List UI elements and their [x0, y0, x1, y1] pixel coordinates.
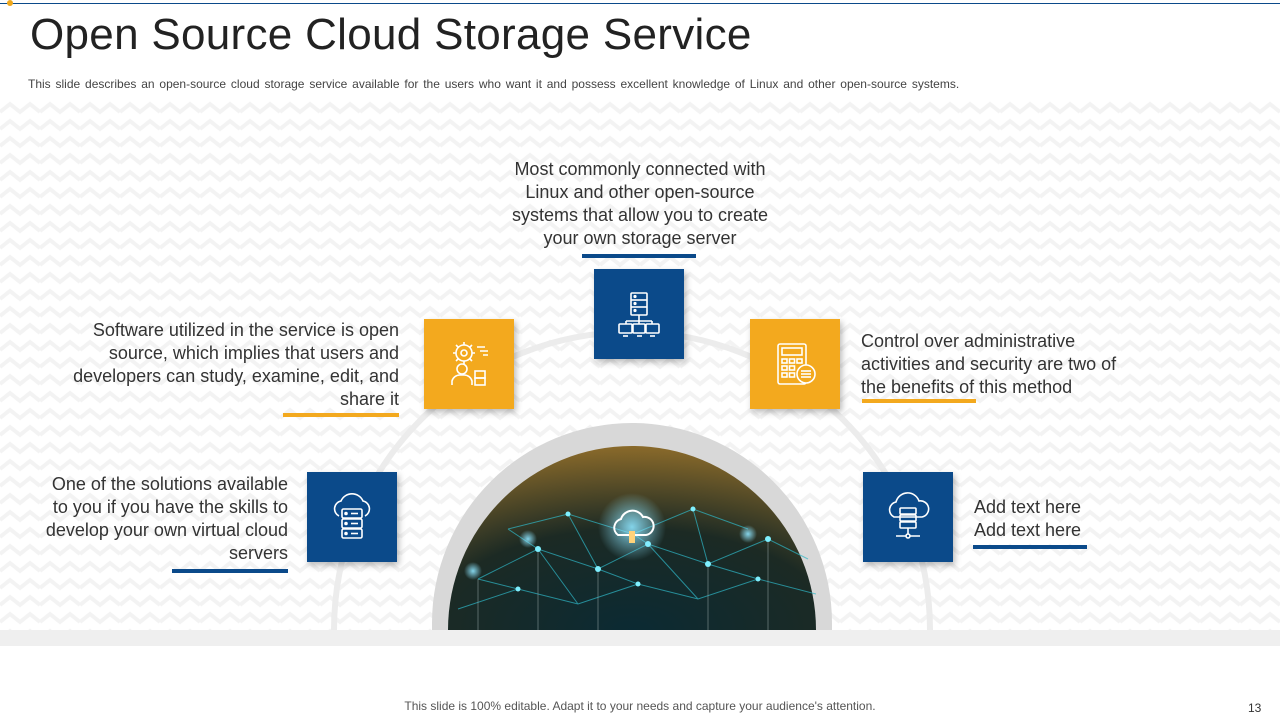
cloud-network-image [432, 423, 832, 630]
footer-note: This slide is 100% editable. Adapt it to… [404, 699, 876, 713]
item-text-open-source-systems: Most commonly connected with Linux and o… [511, 159, 769, 248]
item-text-administrative-control: Control over administrative activities a… [861, 331, 1117, 397]
cloud-database-icon [888, 492, 930, 539]
item-underline-left-lower [172, 569, 288, 573]
tile-cloud-server [307, 472, 397, 562]
cloud-server-icon [333, 493, 371, 539]
top-accent-line [0, 3, 1280, 4]
page-number: 13 [1248, 701, 1262, 715]
item-underline-top [582, 254, 696, 258]
tile-developer-gear [424, 319, 514, 409]
item-underline-right-lower [973, 545, 1087, 549]
item-text-placeholder: Add text here Add text here [974, 497, 1082, 540]
item-underline-left-upper [283, 413, 399, 417]
developer-gear-icon [451, 342, 488, 386]
top-accent-dot [7, 0, 13, 6]
calculator-control-icon [777, 343, 816, 385]
tile-calculator-control [750, 319, 840, 409]
server-network-icon [618, 292, 660, 337]
item-text-virtual-cloud-servers: One of the solutions available to you if… [45, 474, 288, 563]
item-text-software-open-source: Software utilized in the service is open… [73, 320, 399, 409]
floor-band [0, 630, 1280, 646]
page-subtitle: This slide describes an open-source clou… [28, 77, 960, 91]
item-underline-right-upper [862, 399, 976, 403]
page-title: Open Source Cloud Storage Service [30, 10, 752, 59]
tile-server-network [594, 269, 684, 359]
tile-cloud-database [863, 472, 953, 562]
